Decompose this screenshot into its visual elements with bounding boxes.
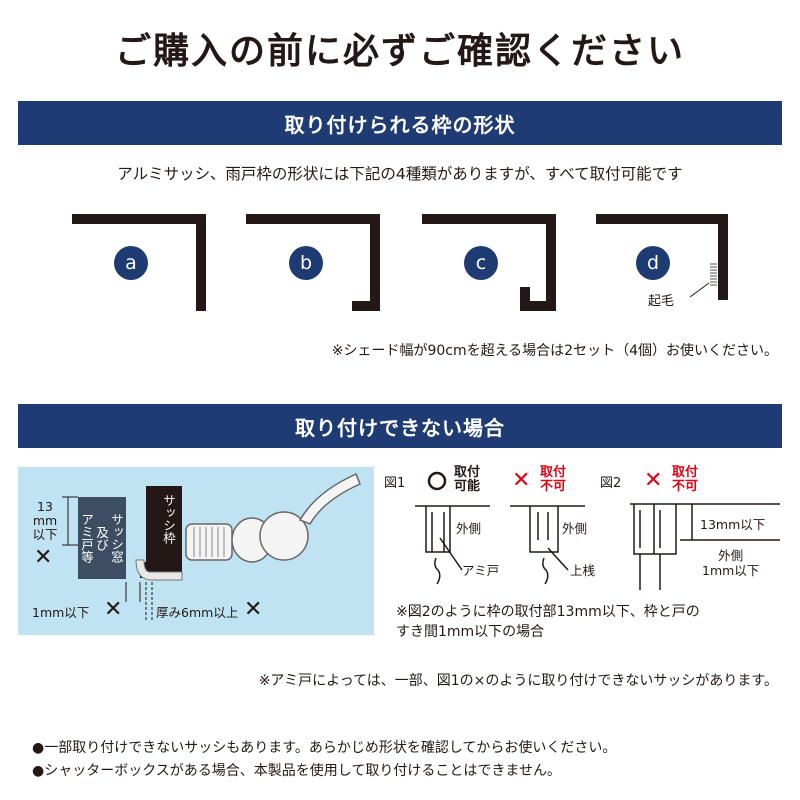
section-heading-not-mountable-text: 取り付けできない場合 xyxy=(295,415,505,440)
fig2-ng-mark: ✕ xyxy=(644,468,663,493)
fig1-ng-mark: ✕ xyxy=(512,468,531,493)
hook-wire xyxy=(298,472,361,525)
knob-ball xyxy=(259,511,309,561)
frame-shape-a xyxy=(72,214,206,311)
fig1-ok-diagram xyxy=(415,505,490,585)
thickness-x-mark: ✕ xyxy=(244,597,263,622)
clip-hanger xyxy=(135,559,183,581)
ok-circle-mark xyxy=(427,471,447,491)
frame-label: サッシ枠 xyxy=(161,494,176,544)
screen-door-note: ※アミ戸によっては、一部、図1の×のように取り付けできないサッシがあります。 xyxy=(258,673,778,689)
section-heading-mountable-text: 取り付けられる枠の形状 xyxy=(284,112,516,137)
fig2-ng-text: 取付 不可 xyxy=(672,465,699,494)
gap-x-mark: ✕ xyxy=(104,597,123,622)
fig1-label: 図1 xyxy=(384,476,406,491)
frame-shape-d xyxy=(596,214,728,300)
fig1-screen-label: アミ戸 xyxy=(462,563,500,578)
screw-body xyxy=(185,523,233,561)
fig2-note: ※図2のように枠の取付部13mm以下、枠と戸の すき間1mm以下の場合 xyxy=(396,604,700,640)
fig2-size-label: 13mm以下 xyxy=(700,517,766,532)
height-x-mark: ✕ xyxy=(34,545,53,570)
section-heading-mountable: 取り付けられる枠の形状 xyxy=(18,101,782,145)
height-limit-label: 13 mm 以下 xyxy=(32,499,58,542)
shade-width-note: ※シェード幅が90cmを超える場合は2セット（4個）お使いください。 xyxy=(331,343,778,359)
fig1-ng-text: 取付 不可 xyxy=(540,465,567,494)
bullet-item: ●一部取り付けできないサッシもあります。あらかじめ形状を確認してからお使いくださ… xyxy=(32,740,617,756)
frame-shape-b xyxy=(246,214,380,311)
page-title: ご購入の前に必ずご確認ください xyxy=(114,31,685,72)
section-heading-not-mountable: 取り付けできない場合 xyxy=(18,404,782,448)
shape-label-a: a xyxy=(114,246,148,280)
fig2-label: 図2 xyxy=(600,476,622,491)
fig1-ok-text: 取付 可能 xyxy=(454,465,481,494)
pile-brush xyxy=(710,263,717,286)
fig1-outer-label-ng: 外側 xyxy=(562,521,588,536)
frame-shape-c xyxy=(422,214,556,311)
fig2-ng-diagram xyxy=(630,503,780,590)
window-label: サッシ窓 及び アミ戸等 xyxy=(79,513,124,563)
thickness-label: 厚み6mm以上 xyxy=(156,605,239,620)
bullet-item: ●シャッターボックスがある場合、本製品を使用して取り付けることはできません。 xyxy=(32,763,561,779)
gap-limit-label: 1mm以下 xyxy=(32,605,90,620)
shape-label-b: b xyxy=(289,246,323,280)
pile-label: 起毛 xyxy=(648,294,675,309)
shape-label-c: c xyxy=(464,246,498,280)
fig1-ng-diagram xyxy=(510,505,585,585)
window-panel xyxy=(78,497,126,579)
shape-label-d: d xyxy=(636,246,670,280)
intro-text: アルミサッシ、雨戸枠の形状には下記の4種類がありますが、すべて取付可能です xyxy=(117,165,683,183)
fig2-outer-label: 外側 1mm以下 xyxy=(702,548,760,578)
fig1-rail-label: 上桟 xyxy=(570,563,596,578)
fig1-outer-label-ok: 外側 xyxy=(456,521,482,536)
pile-leader-line xyxy=(689,282,710,298)
